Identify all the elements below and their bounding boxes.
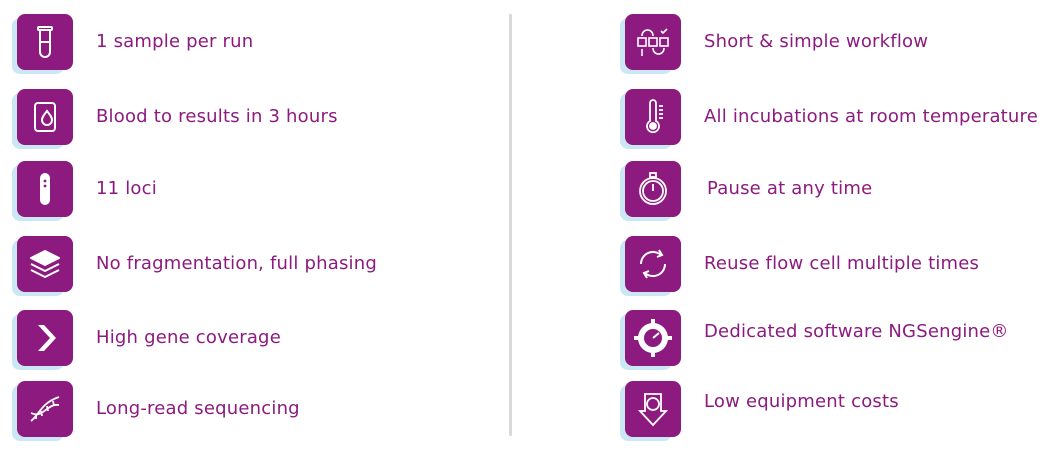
dollar-arrow-down-icon bbox=[625, 381, 681, 437]
feature-label: 11 loci bbox=[96, 178, 157, 199]
feature-label: No fragmentation, full phasing bbox=[96, 253, 377, 274]
feature-item: Long-read sequencing bbox=[0, 381, 500, 441]
layers-icon bbox=[17, 236, 73, 292]
feature-label: Long-read sequencing bbox=[96, 398, 300, 419]
workflow-icon bbox=[625, 14, 681, 70]
right-feature-column: Short & simple workflow All incubations … bbox=[608, 0, 1043, 458]
column-divider bbox=[509, 14, 512, 436]
feature-label: Reuse flow cell multiple times bbox=[704, 253, 980, 274]
feature-label: Dedicated software NGSengine® bbox=[704, 321, 1009, 342]
feature-item: No fragmentation, full phasing bbox=[0, 236, 500, 296]
feature-item: Short & simple workflow bbox=[608, 14, 1043, 74]
stopwatch-icon bbox=[625, 161, 681, 217]
gear-gauge-icon bbox=[625, 310, 681, 366]
feature-label: Pause at any time bbox=[707, 178, 873, 199]
feature-item: High gene coverage bbox=[0, 310, 500, 370]
feature-item: Dedicated software NGSengine® bbox=[608, 310, 1043, 370]
chromosome-icon bbox=[17, 161, 73, 217]
thermometer-icon bbox=[625, 89, 681, 145]
feature-item: Pause at any time bbox=[608, 161, 1043, 221]
feature-item: Low equipment costs bbox=[608, 381, 1043, 441]
feature-label: Low equipment costs bbox=[704, 391, 899, 412]
dna-icon bbox=[17, 381, 73, 437]
test-tube-icon bbox=[17, 14, 73, 70]
feature-item: Reuse flow cell multiple times bbox=[608, 236, 1043, 296]
feature-label: High gene coverage bbox=[96, 327, 281, 348]
feature-label: Blood to results in 3 hours bbox=[96, 106, 338, 127]
feature-item: Blood to results in 3 hours bbox=[0, 89, 500, 149]
feature-label: Short & simple workflow bbox=[704, 31, 929, 52]
reuse-arrows-icon bbox=[625, 236, 681, 292]
left-feature-column: 1 sample per run Blood to results in 3 h… bbox=[0, 0, 500, 458]
feature-label: All incubations at room temperature bbox=[704, 106, 1039, 127]
blood-drop-device-icon bbox=[17, 89, 73, 145]
feature-item: All incubations at room temperature bbox=[608, 89, 1043, 149]
feature-item: 1 sample per run bbox=[0, 14, 500, 74]
feature-label: 1 sample per run bbox=[96, 31, 254, 52]
chevron-right-icon bbox=[17, 310, 73, 366]
feature-item: 11 loci bbox=[0, 161, 500, 221]
